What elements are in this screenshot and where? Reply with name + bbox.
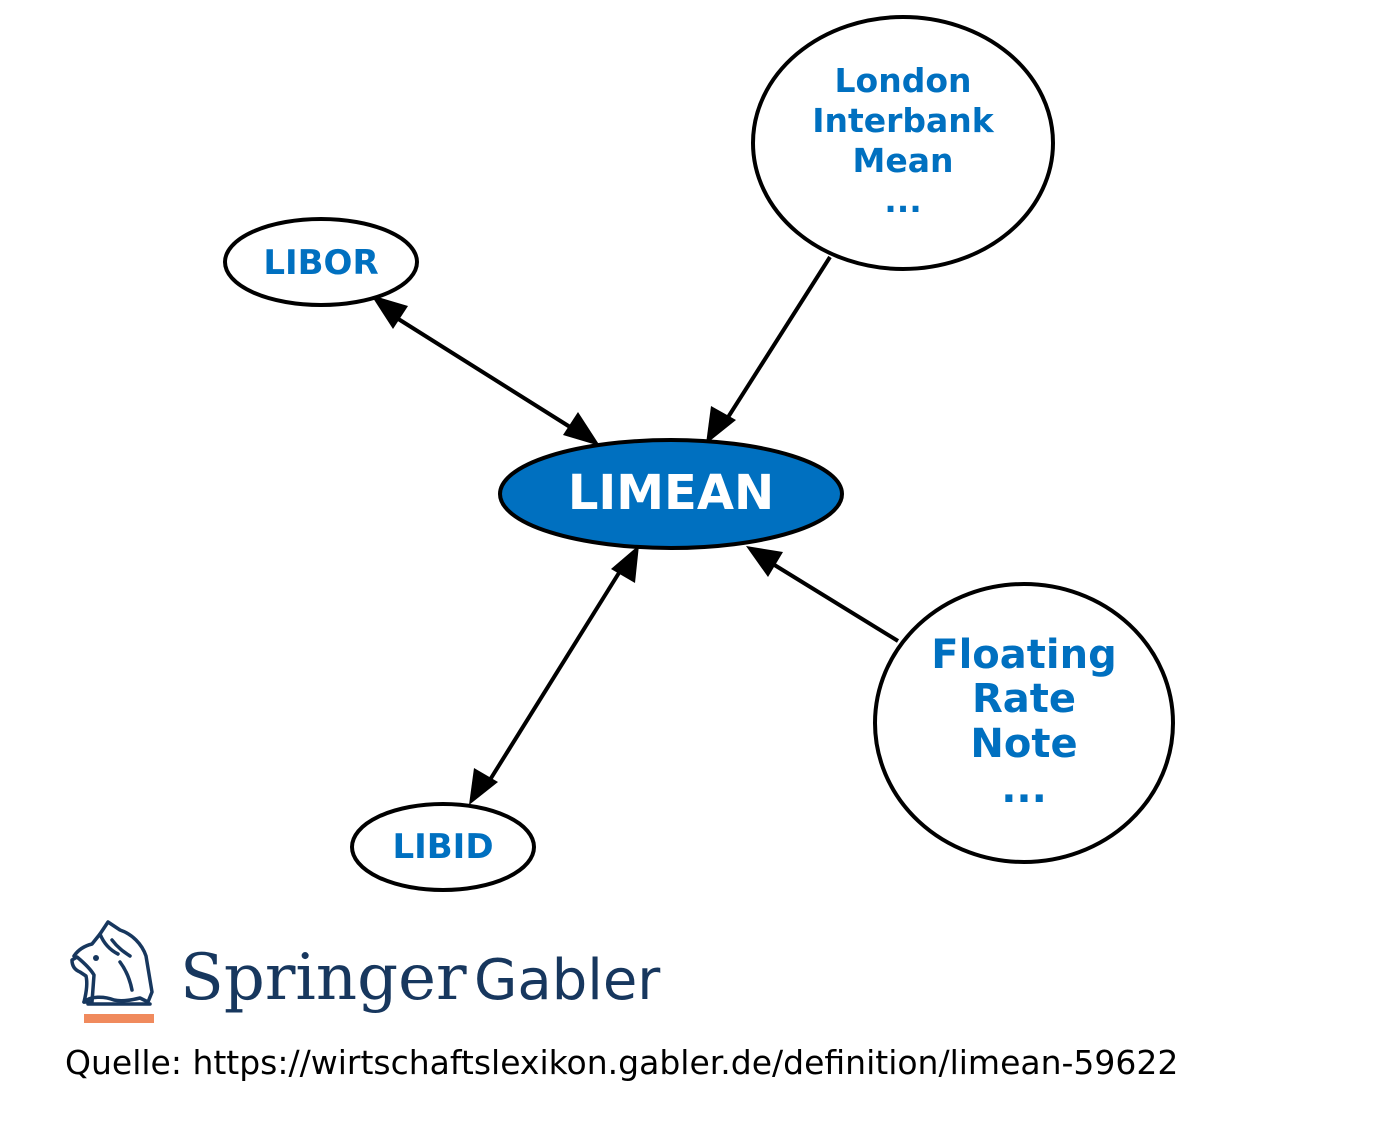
node-libor-label: LIBOR <box>263 243 378 283</box>
node-frn-label-line4: ... <box>1001 766 1047 812</box>
edge-libor-limean <box>371 295 600 446</box>
node-frn-label-line2: Rate <box>972 676 1076 722</box>
edge-libid-limean <box>469 545 639 805</box>
node-libor: LIBOR <box>223 217 419 307</box>
knight-horse-icon <box>70 920 154 1006</box>
node-frn-label-line3: Note <box>970 721 1077 767</box>
node-london-label-line2: Interbank <box>812 101 995 140</box>
logo-accent-bar <box>84 1014 154 1023</box>
node-frn-label-line1: Floating <box>931 632 1116 678</box>
node-london-interbank-mean: London Interbank Mean ... <box>751 15 1055 271</box>
brand-gabler: Gabler <box>474 948 661 1013</box>
brand-springer: Springer <box>180 941 467 1015</box>
node-london-label-line1: London <box>835 61 972 100</box>
node-limean-label: LIMEAN <box>568 465 774 521</box>
node-floating-rate-note: Floating Rate Note ... <box>873 582 1175 864</box>
node-libid: LIBID <box>350 802 536 892</box>
node-london-label-line3: Mean <box>853 141 954 180</box>
springer-gabler-logo: Springer Gabler <box>70 920 661 1023</box>
node-libid-label: LIBID <box>392 827 493 867</box>
node-limean-center: LIMEAN <box>498 438 844 550</box>
node-london-label-line4: ... <box>884 181 922 220</box>
edge-london-limean <box>706 255 832 444</box>
edge-frn-limean <box>746 546 900 643</box>
source-caption: Quelle: https://wirtschaftslexikon.gable… <box>65 1043 1178 1082</box>
